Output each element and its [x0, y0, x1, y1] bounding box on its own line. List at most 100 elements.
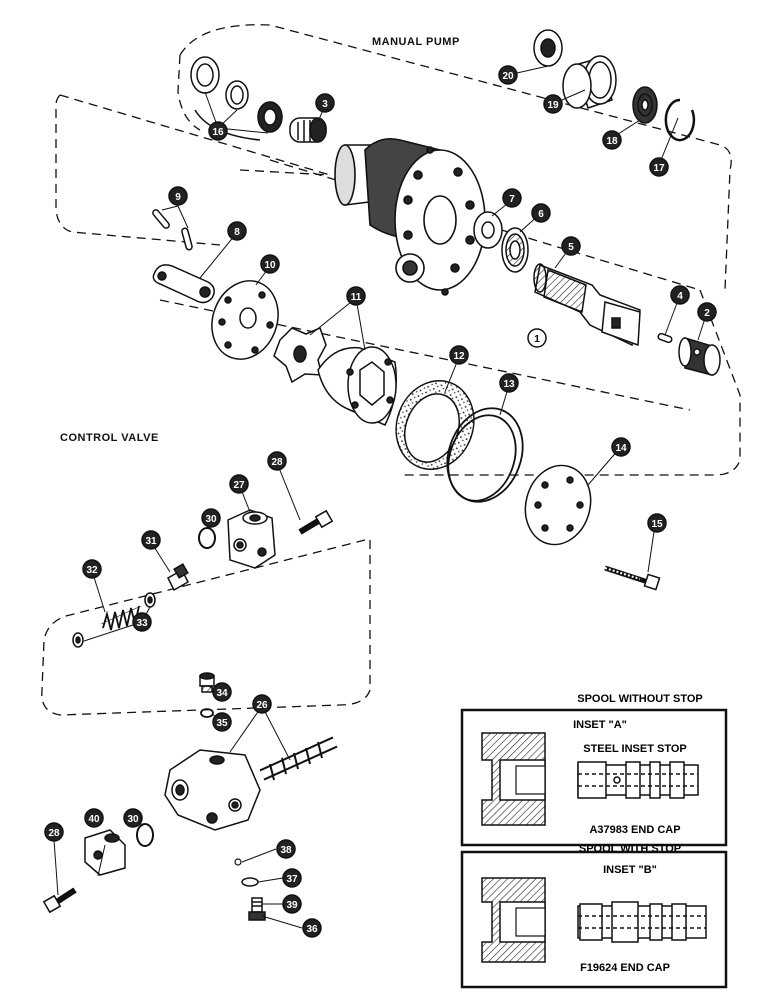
svg-text:28: 28 — [271, 457, 283, 468]
svg-text:11: 11 — [351, 292, 362, 303]
callout-27: 27 — [229, 474, 249, 494]
svg-text:18: 18 — [606, 136, 618, 147]
svg-text:19: 19 — [547, 100, 559, 111]
callout-2: 2 — [697, 302, 717, 322]
callout-18: 18 — [602, 130, 622, 150]
part-39-36-plug — [248, 897, 266, 921]
svg-text:7: 7 — [509, 194, 515, 205]
svg-text:32: 32 — [86, 565, 98, 576]
inset-a-material: STEEL INSET STOP — [583, 743, 687, 755]
callout-28-lower: 28 — [44, 822, 64, 842]
svg-text:15: 15 — [651, 519, 663, 530]
callout-12: 12 — [449, 345, 469, 365]
svg-text:14: 14 — [615, 443, 627, 454]
callout-14: 14 — [611, 437, 631, 457]
part-9-pins — [152, 209, 193, 251]
svg-text:6: 6 — [538, 209, 544, 220]
callout-26: 26 — [252, 694, 272, 714]
inset-b-caption: F19624 END CAP — [580, 962, 670, 974]
callout-8: 8 — [227, 221, 247, 241]
callout-19: 19 — [543, 94, 563, 114]
svg-text:28: 28 — [48, 828, 60, 839]
part-34-plug — [199, 672, 215, 693]
callout-28-upper: 28 — [267, 451, 287, 471]
callout-15: 15 — [647, 513, 667, 533]
part-3-needle-bearing — [289, 117, 327, 143]
callout-16: 16 — [208, 121, 228, 141]
callout-34: 34 — [212, 682, 232, 702]
svg-text:10: 10 — [264, 260, 276, 271]
part-30-oring-lower — [136, 823, 154, 847]
svg-text:5: 5 — [568, 242, 574, 253]
callout-30-lower: 30 — [123, 808, 143, 828]
callout-9: 9 — [168, 186, 188, 206]
callout-40: 40 — [84, 808, 104, 828]
part-26-valve-body-and-spool — [164, 736, 338, 831]
control-valve-title: CONTROL VALVE — [60, 432, 159, 444]
part-37-spring — [241, 877, 259, 887]
manual-pump-title: MANUAL PUMP — [372, 36, 460, 48]
inset-b-label: INSET "B" — [603, 864, 657, 876]
callout-39: 39 — [282, 894, 302, 914]
svg-text:38: 38 — [280, 845, 292, 856]
svg-text:40: 40 — [88, 814, 100, 825]
callout-32: 32 — [82, 559, 102, 579]
callout-1: 1 — [527, 328, 547, 348]
part-27-housing — [227, 509, 276, 569]
part-40-end-cap — [84, 829, 126, 876]
callout-20: 20 — [498, 65, 518, 85]
svg-text:3: 3 — [322, 99, 328, 110]
callout-31: 31 — [141, 530, 161, 550]
svg-text:1: 1 — [534, 334, 540, 345]
callout-5: 5 — [561, 236, 581, 256]
svg-text:9: 9 — [175, 192, 181, 203]
part-18-bearing — [632, 86, 658, 124]
part-15-bolt — [604, 565, 661, 591]
part-38-ball — [234, 858, 242, 866]
part-30-oring-upper — [198, 527, 216, 549]
inset-heading: SPOOL WITHOUT STOP — [577, 693, 703, 705]
callout-30-upper: 30 — [201, 508, 221, 528]
part-2-sleeve — [678, 336, 721, 376]
callout-11: 11 — [346, 286, 366, 306]
svg-text:16: 16 — [212, 127, 224, 138]
inset-b: SPOOL WITH STOP INSET "B" F19624 END CAP — [460, 843, 728, 989]
part-19-bushing — [562, 55, 617, 109]
callout-6: 6 — [531, 203, 551, 223]
inset-a-caption: A37983 END CAP — [589, 824, 680, 836]
callout-37: 37 — [282, 868, 302, 888]
svg-text:33: 33 — [136, 618, 148, 629]
inset-panel: SPOOL WITHOUT STOP INSET "A" STEEL INSET… — [460, 693, 728, 989]
part-10-plate — [211, 280, 279, 360]
svg-text:30: 30 — [127, 814, 139, 825]
callout-4: 4 — [670, 285, 690, 305]
part-17-snap-ring — [664, 98, 696, 142]
svg-text:12: 12 — [453, 351, 465, 362]
callout-38: 38 — [276, 839, 296, 859]
part-7-washer — [473, 211, 503, 249]
group-outlines — [41, 24, 741, 716]
callout-3: 3 — [315, 93, 335, 113]
part-12-ring — [395, 380, 475, 470]
svg-text:4: 4 — [677, 291, 683, 302]
inset-b-heading: SPOOL WITH STOP — [579, 843, 681, 855]
svg-text:13: 13 — [503, 379, 515, 390]
part-6-thrust-bearing — [501, 227, 529, 273]
part-14-end-cap — [524, 464, 592, 546]
callout-35: 35 — [212, 712, 232, 732]
callout-13: 13 — [499, 373, 519, 393]
part-28-bolt-lower — [42, 887, 77, 914]
part-11-gerotor — [273, 326, 397, 426]
callout-10: 10 — [260, 254, 280, 274]
part-4-pin — [657, 332, 673, 344]
svg-text:17: 17 — [653, 163, 665, 174]
part-35-oring — [200, 708, 214, 718]
svg-text:26: 26 — [256, 700, 268, 711]
svg-text:2: 2 — [704, 308, 710, 319]
inset-a-label: INSET "A" — [573, 719, 627, 731]
part-32-spring — [100, 605, 142, 631]
svg-text:20: 20 — [502, 71, 514, 82]
callout-33: 33 — [132, 612, 152, 632]
svg-text:37: 37 — [286, 874, 298, 885]
